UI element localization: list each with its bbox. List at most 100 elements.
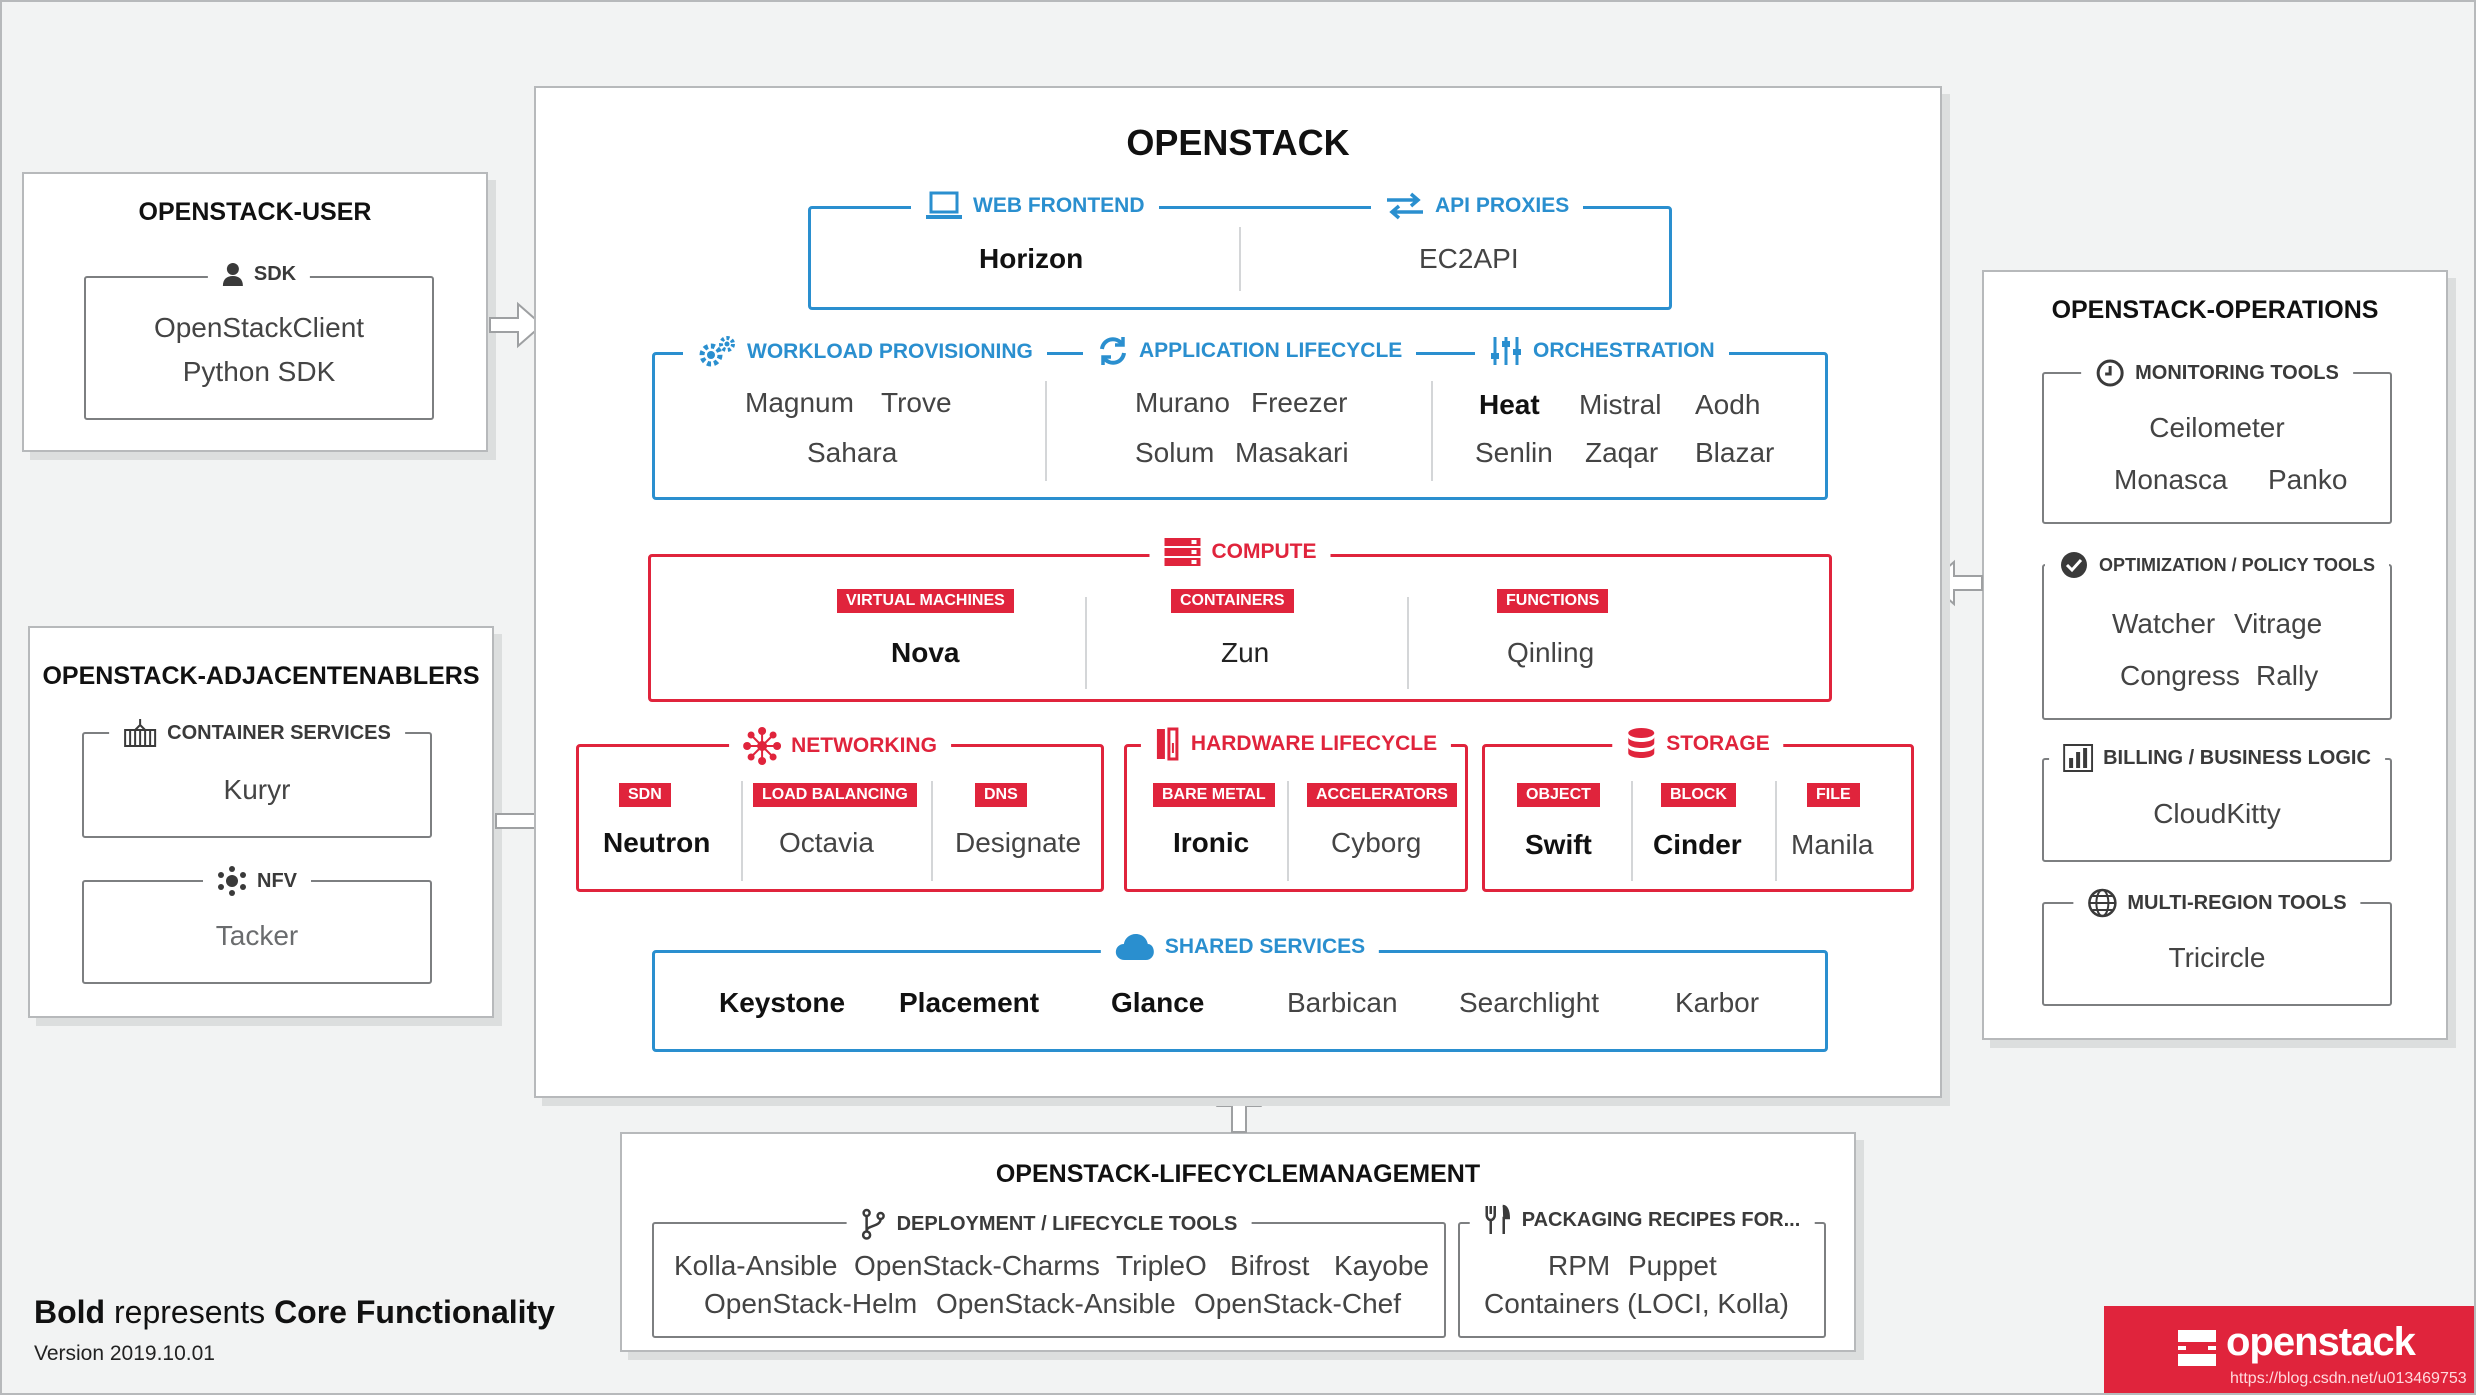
shared-services-label: SHARED SERVICES [1164,935,1366,958]
optimization-label: OPTIMIZATION / POLICY TOOLS [2098,554,2376,575]
panel-title: OPENSTACK-ADJACENTENABLERS [42,662,480,690]
compute-legend: COMPUTE [1149,537,1331,567]
service-zaqar: Zaqar [1585,437,1659,468]
service-cyborg: Cyborg [1331,827,1422,858]
user-icon [222,263,243,286]
networking-legend: NETWORKING [729,727,951,765]
openstack-adjacent-panel: OPENSTACK-ADJACENTENABLERS CONTAINER SER… [28,626,494,1018]
server-rack-icon [1164,538,1201,566]
packaging-label: PACKAGING RECIPES FOR... [1521,1208,1801,1231]
service-ironic: Ironic [1173,827,1250,858]
service-neutron: Neutron [603,827,711,858]
gears-icon [699,336,735,367]
tag-sdn: SDN [619,783,671,807]
service-zun: Zun [1221,637,1270,668]
cloud-icon [1115,934,1154,960]
tag-virtual-machines: VIRTUAL MACHINES [837,589,1014,613]
packaging-group: PACKAGING RECIPES FOR... RPM Puppet Cont… [1458,1204,1826,1338]
workload-label: WORKLOAD PROVISIONING [747,340,1033,363]
service-glance: Glance [1111,987,1205,1018]
openstack-lifecycle-panel: OPENSTACK-LIFECYCLEMANAGEMENT DEPLOYMENT… [620,1132,1856,1352]
shared-services-legend: SHARED SERVICES [1100,933,1380,961]
application-label: APPLICATION LIFECYCLE [1139,339,1403,362]
container-services-legend: CONTAINER SERVICES [109,718,405,748]
service-aodh: Aodh [1695,389,1761,420]
service-sahara: Sahara [807,437,898,468]
service-rpm: RPM [1548,1250,1611,1281]
service-containers-loci-kolla: Containers (LOCI, Kolla) [1484,1288,1790,1319]
tag-containers: CONTAINERS [1171,589,1294,613]
service-trove: Trove [881,387,952,418]
orchestration-legend: ORCHESTRATION [1475,335,1729,367]
divider [931,781,933,881]
arrow-user-to-openstack [489,301,544,349]
service-magnum: Magnum [745,387,854,418]
service-congress: Congress [2120,660,2240,691]
billing-label: BILLING / BUSINESS LOGIC [2103,746,2371,769]
divider [1045,381,1047,481]
workload-legend: WORKLOAD PROVISIONING [683,335,1047,369]
hardware-chip-icon [1156,727,1179,761]
billing-group: BILLING / BUSINESS LOGIC CloudKitty [2042,744,2392,862]
application-legend: APPLICATION LIFECYCLE [1083,335,1417,367]
sdk-group: SDK OpenStackClient Python SDK [84,262,434,420]
tag-bare-metal: BARE METAL [1153,783,1275,807]
multiregion-label: MULTI-REGION TOOLS [2127,891,2347,914]
service-openstackclient: OpenStackClient [153,312,365,343]
service-kuryr: Kuryr [223,774,291,805]
packaging-legend: PACKAGING RECIPES FOR... [1469,1204,1815,1236]
api-proxies-label: API PROXIES [1435,194,1570,217]
panel-title: OPENSTACK-OPERATIONS [2051,296,2379,324]
panel-title: OPENSTACK-LIFECYCLEMANAGEMENT [995,1160,1481,1188]
hardware-section: HARDWARE LIFECYCLE BARE METAL Ironic ACC… [1124,727,1468,892]
tag-file: FILE [1807,783,1860,807]
service-blazar: Blazar [1695,437,1775,468]
compute-label: COMPUTE [1211,540,1317,563]
arrow-operations-to-openstack [1928,559,1983,607]
service-murano: Murano [1135,387,1230,418]
nfv-label: NFV [257,869,297,892]
divider [1239,227,1241,291]
laptop-icon [926,191,962,219]
service-tripleo: TripleO [1116,1250,1207,1281]
tag-functions: FUNCTIONS [1497,589,1609,613]
git-branch-icon [861,1208,885,1240]
deployment-label: DEPLOYMENT / LIFECYCLE TOOLS [896,1212,1238,1235]
service-openstack-charms: OpenStack-Charms [854,1250,1100,1281]
optimization-legend: OPTIMIZATION / POLICY TOOLS [2044,550,2390,580]
service-cinder: Cinder [1653,829,1742,860]
deployment-group: DEPLOYMENT / LIFECYCLE TOOLS Kolla-Ansib… [652,1208,1446,1338]
container-services-group: CONTAINER SERVICES Kuryr [82,718,432,838]
service-openstack-helm: OpenStack-Helm [704,1288,918,1319]
web-api-section: WEB FRONTEND API PROXIES Horizon EC2API [808,191,1672,310]
openstack-main-panel: OPENSTACK WEB FRONTEND API PROXIES Horiz… [534,86,1942,1098]
tag-load-balancing: LOAD BALANCING [753,783,917,807]
service-kolla-ansible: Kolla-Ansible [674,1250,838,1281]
clock-icon [2096,359,2124,387]
service-bifrost: Bifrost [1230,1250,1310,1281]
openstack-operations-panel: OPENSTACK-OPERATIONS MONITORING TOOLS Ce… [1982,270,2448,1040]
divider [1287,781,1289,881]
version-label: Version 2019.10.01 [34,1342,215,1365]
panel-title: OPENSTACK-USER [138,198,372,226]
tag-object: OBJECT [1517,783,1600,807]
network-nodes-icon [743,727,782,765]
service-openstack-ansible: OpenStack-Ansible [936,1288,1176,1319]
service-panko: Panko [2268,464,2348,495]
main-title: OPENSTACK [1126,122,1350,163]
database-icon [1628,728,1655,758]
service-cloudkitty: CloudKitty [2153,798,2281,829]
divider [1431,381,1433,481]
service-watcher: Watcher [2112,608,2216,639]
service-vitrage: Vitrage [2234,608,2323,639]
service-nova: Nova [891,637,960,668]
storage-label: STORAGE [1666,732,1770,755]
service-heat: Heat [1479,389,1540,420]
refresh-cycle-icon [1100,337,1126,365]
service-octavia: Octavia [779,827,874,858]
service-monasca: Monasca [2114,464,2228,495]
divider [741,781,743,881]
service-python-sdk: Python SDK [182,356,336,387]
service-tacker: Tacker [215,920,299,951]
